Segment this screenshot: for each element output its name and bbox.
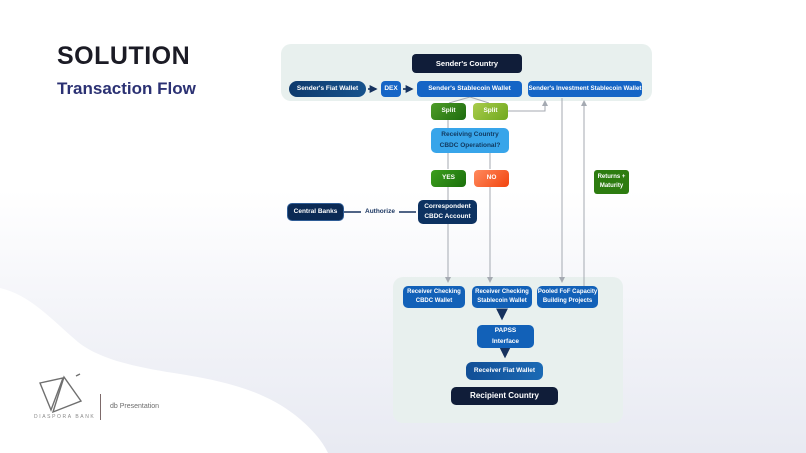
presentation-caption: db Presentation	[110, 403, 160, 410]
central-banks-node: Central Banks	[287, 203, 344, 221]
diaspora-bank-logo-icon	[39, 373, 83, 414]
dex-node: DEX	[381, 81, 401, 97]
yes-node: YES	[431, 170, 466, 187]
sender-country-node: Sender's Country	[412, 54, 522, 73]
receiver-fiat-wallet-node: Receiver Fiat Wallet	[466, 362, 543, 380]
split-left-node: Split	[431, 103, 466, 120]
brand-name: DIASPORA BANK	[34, 414, 96, 420]
cbdc-operational-question-node: Receiving Country CBDC Operational?	[431, 128, 509, 153]
sender-stablecoin-wallet-node: Sender's Stablecoin Wallet	[417, 81, 522, 97]
receiver-cbdc-wallet-node: Receiver Checking CBDC Wallet	[403, 286, 465, 308]
page-title: SOLUTION	[57, 42, 191, 70]
papss-interface-node: PAPSS Interface	[477, 325, 534, 348]
no-node: NO	[474, 170, 509, 187]
sender-investment-wallet-node: Sender's Investment Stablecoin Wallet	[528, 81, 642, 97]
footer-divider	[100, 394, 101, 420]
receiver-stablecoin-wallet-node: Receiver Checking Stablecoin Wallet	[472, 286, 532, 308]
pooled-fof-projects-node: Pooled FoF Capacity Building Projects	[537, 286, 598, 308]
split-right-node: Split	[473, 103, 508, 120]
page-subtitle: Transaction Flow	[57, 79, 196, 98]
returns-maturity-node: Returns + Maturity	[594, 170, 629, 194]
recipient-country-node: Recipient Country	[451, 387, 558, 405]
authorize-label: Authorize	[365, 208, 395, 215]
correspondent-cbdc-account-node: Correspondent CBDC Account	[418, 200, 477, 224]
sender-fiat-wallet-node: Sender's Fiat Wallet	[289, 81, 366, 97]
